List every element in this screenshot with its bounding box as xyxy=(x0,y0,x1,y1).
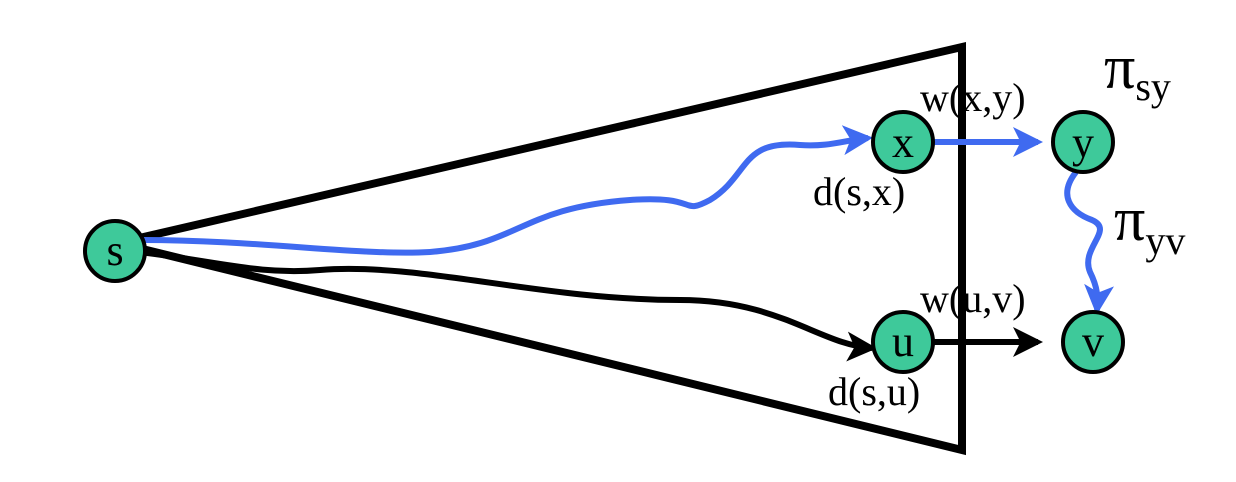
pi-yv-subscript: yv xyxy=(1145,218,1185,263)
node-y: y xyxy=(1051,110,1115,174)
path-label-pi-yv: πyv xyxy=(1114,186,1185,263)
distance-label-sx: d(s,x) xyxy=(813,169,905,214)
pi-sy-subscript: sy xyxy=(1135,64,1171,109)
path-y-to-v xyxy=(1064,170,1115,315)
node-x: x xyxy=(871,110,935,174)
pi-yv-symbol: π xyxy=(1114,186,1145,254)
path-label-pi-sy: πsy xyxy=(1104,34,1171,109)
node-s: s xyxy=(83,219,147,283)
node-y-label: y xyxy=(1072,118,1094,167)
path-s-to-u xyxy=(139,249,877,362)
node-v: v xyxy=(1061,310,1125,374)
node-u: u xyxy=(871,310,935,374)
weight-label-xy: w(x,y) xyxy=(920,75,1026,120)
explored-region-boundary xyxy=(117,41,966,456)
distance-label-su: d(s,u) xyxy=(828,369,920,414)
node-v-label: v xyxy=(1082,317,1104,366)
node-x-label: x xyxy=(892,118,914,167)
pi-sy-symbol: π xyxy=(1104,34,1135,102)
path-s-to-x xyxy=(141,125,873,256)
node-u-label: u xyxy=(892,317,914,366)
node-s-label: s xyxy=(106,226,123,275)
weight-label-uv: w(u,v) xyxy=(920,276,1026,321)
